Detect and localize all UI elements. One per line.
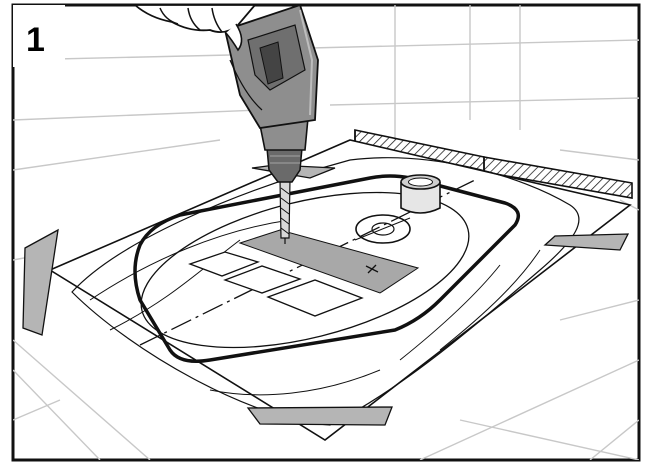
drill-bit (280, 180, 290, 244)
drain-pipe-icon (401, 175, 440, 213)
step-number: 1 (26, 21, 45, 59)
step-number-box: 1 (13, 5, 65, 67)
